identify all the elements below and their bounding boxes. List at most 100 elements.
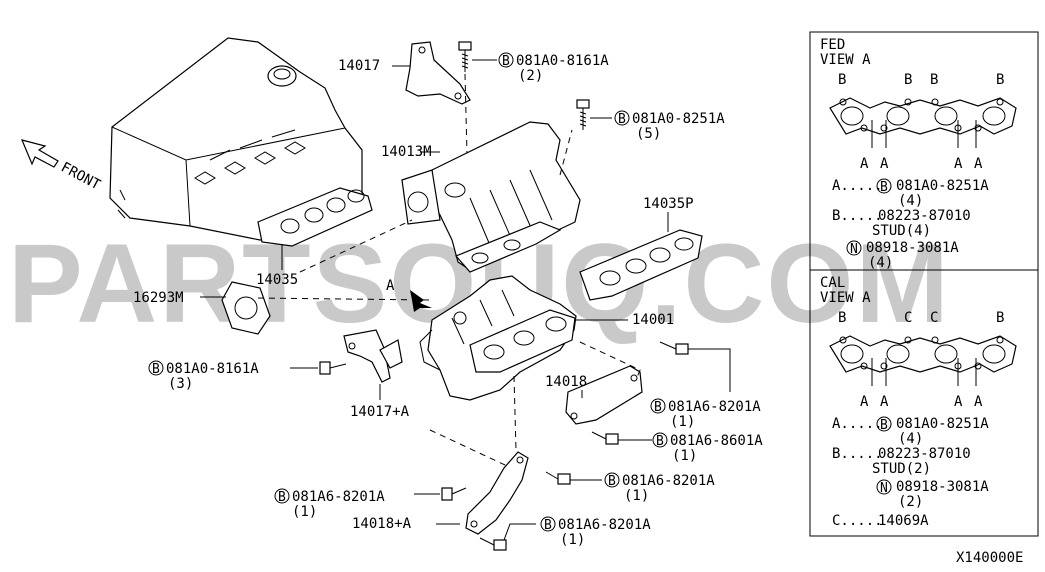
front-label: FRONT bbox=[58, 159, 103, 193]
callout-b8-qty: (1) bbox=[560, 532, 585, 548]
cal-legend-text: STUD(2) bbox=[872, 461, 931, 477]
callout-b8: B 081A6-8201A (1) bbox=[540, 516, 651, 548]
dashed-guide bbox=[299, 219, 413, 273]
dashed-guide bbox=[429, 429, 521, 473]
callout-b2: B 081A0-8251A (5) bbox=[614, 110, 725, 142]
callout-b7: B 081A6-8201A (1) bbox=[604, 472, 715, 504]
fed-panel: FED VIEW A B B B B A A A A A..... B 081A… bbox=[820, 37, 1017, 271]
bolt-icon bbox=[576, 99, 590, 130]
callout-b3-qty: (3) bbox=[168, 376, 193, 392]
fed-top-letter: B bbox=[930, 72, 938, 88]
cal-flange-drawing bbox=[829, 335, 1017, 386]
diagram-id: X140000E bbox=[956, 550, 1023, 566]
bracket-14017a bbox=[343, 329, 403, 383]
callout-b7-qty: (1) bbox=[624, 488, 649, 504]
callout-b3-prefix: B bbox=[152, 362, 160, 377]
label-14018: 14018 bbox=[545, 374, 587, 390]
label-16293m: 16293M bbox=[133, 290, 184, 306]
cal-title: CAL bbox=[820, 275, 845, 291]
cal-legend-dots: B..... bbox=[832, 446, 883, 462]
callout-b6-qty: (1) bbox=[292, 504, 317, 520]
callout-b5-qty: (1) bbox=[672, 448, 697, 464]
dashed-guide bbox=[257, 297, 431, 301]
gasket-14035p bbox=[579, 229, 703, 301]
fed-legend-text: 081A0-8251A bbox=[896, 178, 989, 194]
callout-b7-code: 081A6-8201A bbox=[622, 473, 715, 489]
fed-legend-qty: (4) bbox=[898, 193, 923, 209]
cal-bottom-letter: A bbox=[954, 394, 963, 410]
exhaust-manifold-14001 bbox=[419, 275, 577, 401]
bolt-icon bbox=[458, 41, 472, 72]
fed-bottom-letter: A bbox=[974, 156, 983, 172]
leader-b8 bbox=[503, 523, 536, 541]
callout-b2-prefix: B bbox=[618, 112, 626, 127]
cal-legend-dots: A..... bbox=[832, 416, 883, 432]
label-14001: 14001 bbox=[632, 312, 674, 328]
label-14017a: 14017+A bbox=[350, 404, 410, 420]
dashed-guide bbox=[559, 129, 573, 176]
cal-legend-text: 08223-87010 bbox=[878, 446, 971, 462]
gasket-16293m bbox=[221, 281, 271, 335]
bracket-14018 bbox=[565, 365, 643, 425]
fed-legend-text: STUD(4) bbox=[872, 223, 931, 239]
callout-b4-code: 081A6-8201A bbox=[668, 399, 761, 415]
callout-b3-code: 081A0-8161A bbox=[166, 361, 259, 377]
cal-legend-circle: B bbox=[880, 418, 888, 433]
label-14018a: 14018+A bbox=[352, 516, 412, 532]
callout-b7-prefix: B bbox=[608, 474, 616, 489]
cal-bottom-letter: A bbox=[880, 394, 889, 410]
view-arrow-icon bbox=[410, 290, 432, 312]
fed-bottom-letter: A bbox=[954, 156, 963, 172]
fed-flange-drawing bbox=[829, 97, 1017, 148]
callout-b1-code: 081A0-8161A bbox=[516, 53, 609, 69]
dashed-guide bbox=[464, 73, 468, 156]
label-14017: 14017 bbox=[338, 58, 380, 74]
fed-legend-text: 08918-3081A bbox=[866, 240, 959, 256]
callout-b6-code: 081A6-8201A bbox=[292, 489, 385, 505]
engine-cylinder-head bbox=[109, 37, 363, 241]
bolt-icon bbox=[591, 431, 619, 445]
fed-legend-text: 08223-87010 bbox=[878, 208, 971, 224]
dashed-guide bbox=[513, 375, 517, 451]
fed-legend-qty: (4) bbox=[868, 255, 893, 271]
fed-legend-dots: A..... bbox=[832, 178, 883, 194]
bracket-14017 bbox=[405, 41, 471, 105]
cal-legend-text: 14069A bbox=[878, 513, 929, 529]
cal-legend-qty: (4) bbox=[898, 431, 923, 447]
callout-b6-prefix: B bbox=[278, 490, 286, 505]
fed-legend-dots: B..... bbox=[832, 208, 883, 224]
bolt-icon bbox=[319, 361, 347, 375]
callout-b4-prefix: B bbox=[654, 400, 662, 415]
fed-legend-circle: B bbox=[880, 180, 888, 195]
bolt-icon bbox=[441, 487, 467, 501]
label-view-a: A bbox=[386, 278, 395, 294]
fed-top-letter: B bbox=[904, 72, 912, 88]
fed-top-letter: B bbox=[996, 72, 1004, 88]
label-14035: 14035 bbox=[256, 272, 298, 288]
callout-b6: B 081A6-8201A (1) bbox=[274, 488, 385, 520]
cal-top-letter: C bbox=[930, 310, 938, 326]
fed-top-letter: B bbox=[838, 72, 846, 88]
fed-bottom-letter: A bbox=[880, 156, 889, 172]
bolt-icon bbox=[545, 471, 571, 485]
callout-b2-code: 081A0-8251A bbox=[632, 111, 725, 127]
callout-b8-code: 081A6-8201A bbox=[558, 517, 651, 533]
dashed-guide bbox=[579, 341, 641, 381]
callout-b1-qty: (2) bbox=[518, 68, 543, 84]
callout-b4-qty: (1) bbox=[670, 414, 695, 430]
callout-b3: B 081A0-8161A (3) bbox=[148, 360, 259, 392]
cal-panel: CAL VIEW A B C C B A A A A A..... B 081A… bbox=[820, 275, 1017, 529]
label-14013m: 14013M bbox=[381, 144, 432, 160]
bolt-icon bbox=[479, 537, 507, 551]
callout-b5: B 081A6-8601A (1) bbox=[652, 432, 763, 464]
cal-legend-text: 081A0-8251A bbox=[896, 416, 989, 432]
front-arrow-icon bbox=[20, 139, 59, 168]
cal-legend-circle: N bbox=[880, 481, 888, 496]
label-14035p: 14035P bbox=[643, 196, 694, 212]
cal-top-letter: B bbox=[996, 310, 1004, 326]
fed-bottom-letter: A bbox=[860, 156, 869, 172]
cal-top-letter: C bbox=[904, 310, 912, 326]
fed-title: FED bbox=[820, 37, 845, 53]
cal-legend-dots: C..... bbox=[832, 513, 883, 529]
